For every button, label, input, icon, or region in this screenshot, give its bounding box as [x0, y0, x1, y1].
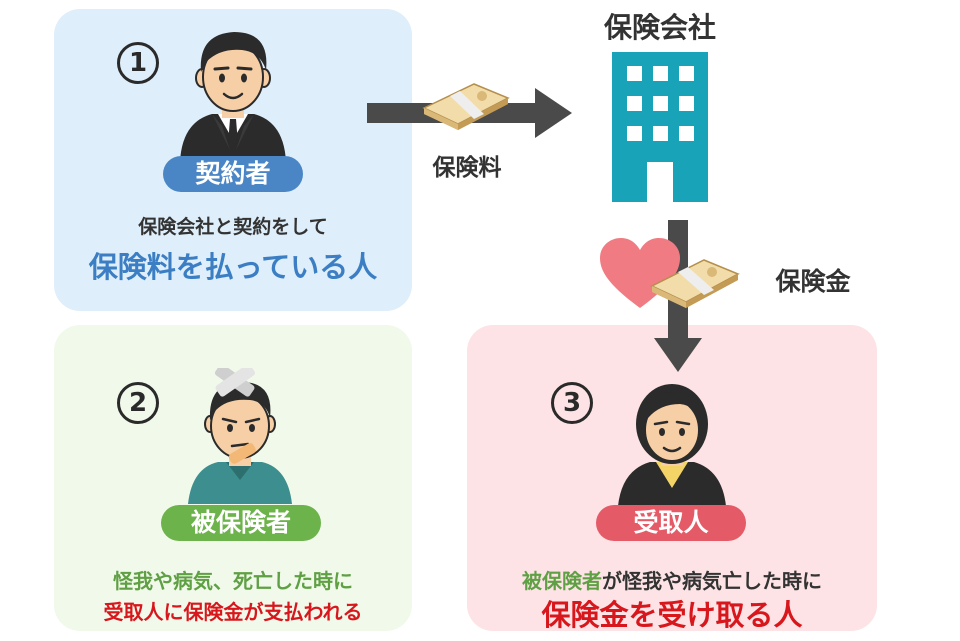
policyholder-line1: 保険会社と契約をして — [138, 216, 328, 238]
beneficiary-line2: 保険金を受け取る人 — [541, 598, 803, 632]
premium-label: 保険料 — [432, 155, 502, 181]
money-bundle-icon — [422, 83, 510, 130]
company-title: 保険会社 — [603, 11, 716, 44]
number-2: 2 — [117, 382, 159, 424]
insured-line2: 受取人に保険金が支払われる — [103, 600, 363, 624]
policyholder-role-label: 契約者 — [163, 156, 303, 192]
benefit-label: 保険金 — [775, 267, 851, 296]
number-1: 1 — [117, 42, 159, 84]
insured-man-icon — [188, 368, 292, 504]
number-3: 3 — [551, 382, 593, 424]
beneficiary-line1-rest: が怪我や病気亡した時に — [602, 569, 822, 593]
policyholder-man-icon — [180, 32, 286, 162]
money-bundle-icon — [650, 259, 740, 308]
beneficiary-line1: 被保険者が怪我や病気亡した時に — [467, 565, 877, 594]
insured-line1: 怪我や病気、死亡した時に — [113, 569, 353, 593]
insured-role-label: 被保険者 — [161, 505, 321, 541]
beneficiary-role-label: 受取人 — [596, 505, 746, 541]
beneficiary-line1-highlight: 被保険者 — [522, 569, 602, 593]
policyholder-line2: 保険料を払っている人 — [88, 250, 378, 284]
beneficiary-woman-icon — [618, 384, 726, 506]
insurance-company-building-icon — [612, 52, 708, 202]
